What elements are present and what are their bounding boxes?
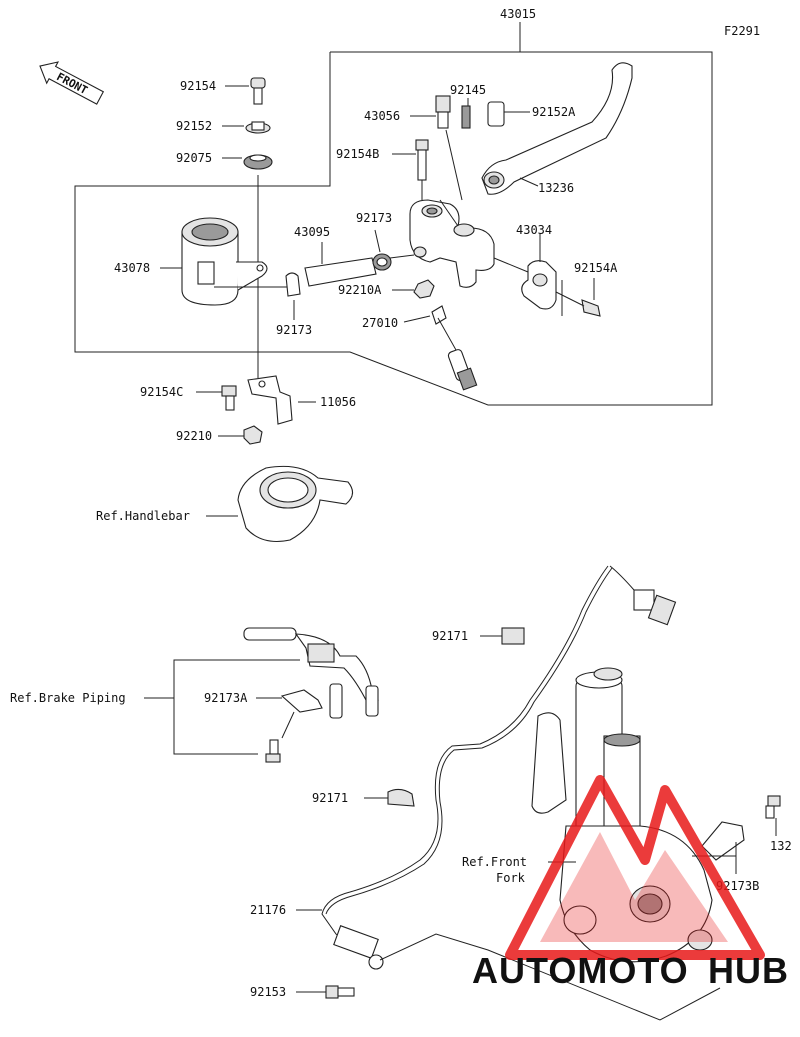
label-43034: 43034 [516,223,552,237]
label-132: 132 [770,839,792,853]
label-27010: 27010 [362,316,398,330]
label-92173a: 92173A [204,691,248,705]
label-92173-left: 92173 [276,323,312,337]
watermark-logo [505,775,765,960]
ref-brake-piping-label: Ref.Brake Piping [10,691,126,705]
watermark-text-part2: HUB [708,950,789,991]
label-92145: 92145 [450,83,486,97]
label-92210a: 92210A [338,283,382,297]
label-92152a: 92152A [532,105,576,119]
label-92152: 92152 [176,119,212,133]
reservoir-hose-43095 [285,229,415,320]
label-11056: 11056 [320,395,356,409]
label-43078: 43078 [114,261,150,275]
ref-front-fork-label-2: Fork [496,871,526,885]
label-92154c: 92154C [140,385,183,399]
bolt-92153 [296,985,355,999]
ref-handlebar-label: Ref.Handlebar [96,509,190,523]
label-43095: 43095 [294,225,330,239]
lever-clamp-43034 [493,234,601,317]
label-92154b: 92154B [336,147,379,161]
watermark-text-part1: AUTOMOTO [472,950,689,991]
label-92154a: 92154A [574,261,618,275]
assembly-label: 43015 [500,7,536,21]
clip-92171-b [364,788,415,807]
master-cylinder-body [409,199,495,288]
reservoir-bracket-11056 [196,375,316,445]
assembly-frame [74,22,713,406]
diagram-code: F2291 [724,24,760,38]
abs-sensor-cable-21176 [296,565,677,970]
handlebar-clamp [206,465,354,543]
part-labels: 92154 92152 92075 43078 43095 92173 9217… [10,79,792,999]
label-13236: 13236 [538,181,574,195]
reservoir-43078 [160,217,290,306]
label-92154: 92154 [180,79,216,93]
clip-92171-a [480,627,525,645]
label-92075: 92075 [176,151,212,165]
cylinder-small-parts [392,95,530,201]
brake-piping-bracket [144,627,379,763]
front-direction-arrow: FRONT [39,61,105,105]
front-label: FRONT [54,70,90,97]
label-92210: 92210 [176,429,212,443]
brake-lever-13236 [481,62,633,195]
label-92171-a: 92171 [432,629,468,643]
label-92153: 92153 [250,985,286,999]
ref-front-fork-label-1: Ref.Front [462,855,527,869]
brake-switch-27010 [392,279,478,391]
label-43056: 43056 [364,109,400,123]
label-21176: 21176 [250,903,286,917]
label-92173-right: 92173 [356,211,392,225]
label-92171-b: 92171 [312,791,348,805]
